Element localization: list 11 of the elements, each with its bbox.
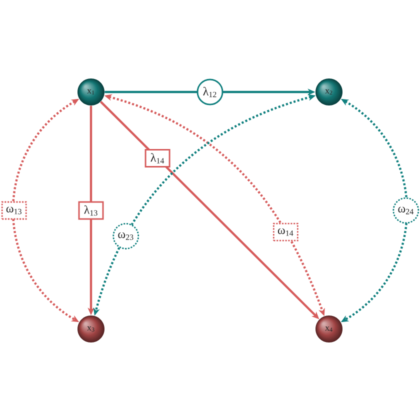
edge-label: ω$_{13}$ — [1, 201, 27, 220]
edge-label: λ$_{14}$ — [144, 149, 170, 168]
edge-label: λ$_{12}$ — [196, 78, 224, 106]
node-label: x$_{3}$ — [87, 326, 94, 332]
node-label: x$_{1}$ — [87, 89, 94, 95]
edge-label: ω$_{24}$ — [392, 197, 420, 224]
node-label: x$_{4}$ — [325, 326, 332, 332]
node-label: x$_{2}$ — [325, 89, 332, 95]
edge-label: ω$_{14}$ — [272, 222, 298, 242]
edge-label: λ$_{13}$ — [78, 201, 104, 220]
edge-label: ω$_{23}$ — [112, 222, 140, 250]
